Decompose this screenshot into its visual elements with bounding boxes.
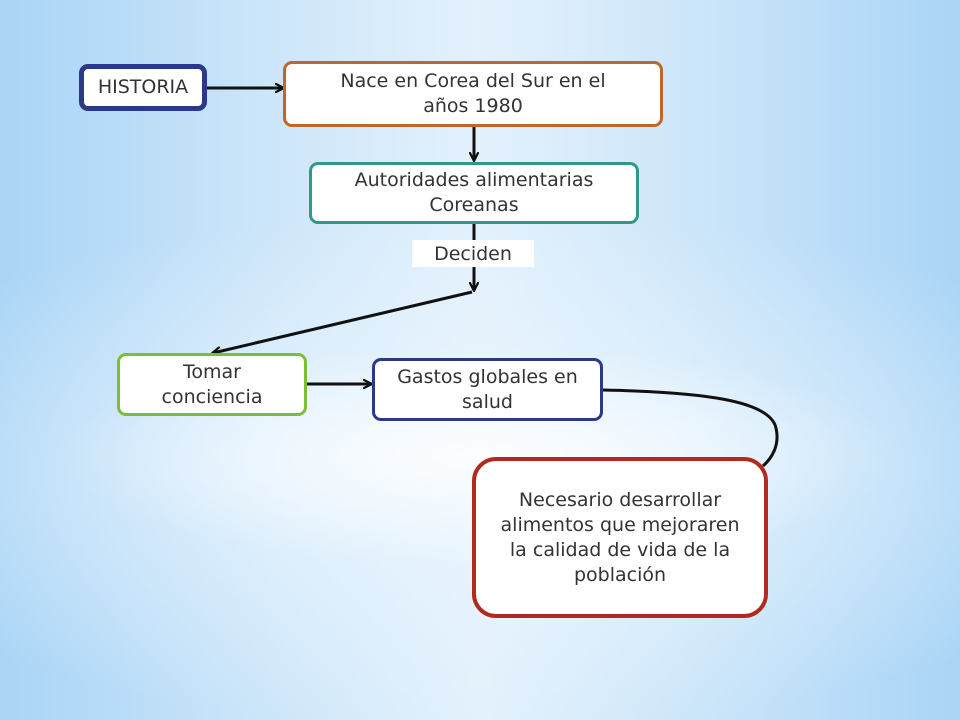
node-gastos-label: Gastos globales en salud <box>397 365 578 413</box>
edge-junction-tomar <box>213 290 473 353</box>
node-gastos: Gastos globales en salud <box>372 358 603 421</box>
node-tomar-label: Tomar conciencia <box>161 360 263 408</box>
node-necesario: Necesario desarrollar alimentos que mejo… <box>472 457 768 618</box>
node-nace: Nace en Corea del Sur en el años 1980 <box>283 61 663 127</box>
edge-label-deciden: Deciden <box>412 240 534 267</box>
edge-gastos-necesario <box>602 388 779 468</box>
node-historia-label: HISTORIA <box>97 76 189 98</box>
edge-label-deciden-text: Deciden <box>434 242 512 265</box>
node-tomar: Tomar conciencia <box>117 353 307 416</box>
node-nace-label: Nace en Corea del Sur en el años 1980 <box>340 70 606 117</box>
node-autoridades: Autoridades alimentarias Coreanas <box>309 162 639 224</box>
node-historia: HISTORIA <box>79 64 207 111</box>
node-necesario-label: Necesario desarrollar alimentos que mejo… <box>500 488 740 586</box>
node-autoridades-label: Autoridades alimentarias Coreanas <box>354 169 594 216</box>
